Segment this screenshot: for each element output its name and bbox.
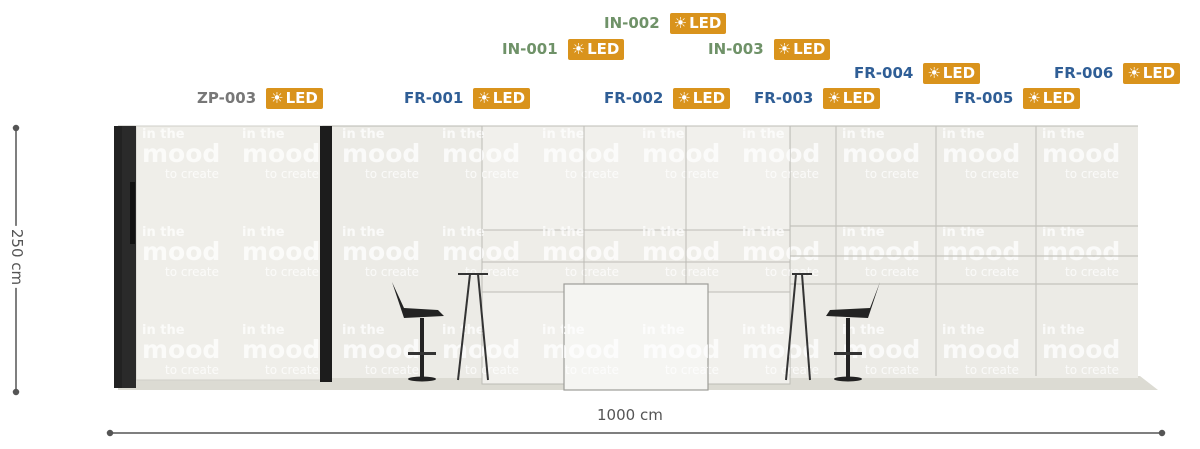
storage-frame-left — [114, 126, 122, 388]
module-code: FR-002 — [600, 87, 668, 109]
sun-icon: ☀ — [1127, 63, 1141, 82]
led-badge: ☀LED — [1023, 87, 1081, 109]
sun-icon: ☀ — [1027, 88, 1041, 107]
led-badge: ☀LED — [567, 38, 625, 60]
module-code: IN-003 — [704, 38, 768, 60]
led-badge: ☀LED — [823, 87, 881, 109]
led-badge: ☀LED — [266, 87, 323, 109]
sun-icon: ☀ — [270, 88, 284, 107]
bar-stool-left — [392, 282, 444, 382]
bar-stool-right — [826, 282, 880, 382]
module-code: FR-004 — [850, 62, 918, 84]
module-label-fr-004: FR-004 ☀LED — [850, 62, 981, 84]
led-badge: ☀LED — [673, 87, 731, 109]
module-label-zp-003: ZP-003 ☀LED — [193, 87, 323, 109]
width-dimension-line — [106, 429, 1166, 437]
storage-frame-right — [320, 126, 332, 382]
module-label-fr-006: FR-006 ☀LED — [1050, 62, 1181, 84]
sun-icon: ☀ — [777, 39, 792, 58]
module-label-fr-001: FR-001 ☀LED — [400, 87, 531, 109]
sun-icon: ☀ — [677, 88, 691, 107]
module-label-fr-002: FR-002 ☀LED — [600, 87, 731, 109]
module-code: FR-006 — [1050, 62, 1118, 84]
led-badge: ☀LED — [473, 87, 531, 109]
module-code: ZP-003 — [193, 87, 261, 109]
module-code: IN-002 — [600, 12, 664, 34]
module-label-fr-005: FR-005 ☀LED — [950, 87, 1081, 109]
module-label-in-003: IN-003 ☀LED — [704, 38, 831, 60]
storage-door-handle — [130, 182, 135, 244]
led-badge: ☀LED — [773, 38, 831, 60]
led-badge: ☀LED — [923, 62, 981, 84]
module-label-in-001: IN-001 ☀LED — [498, 38, 625, 60]
bar-table-right — [785, 273, 812, 381]
sun-icon: ☀ — [571, 39, 586, 58]
module-code: IN-001 — [498, 38, 562, 60]
width-dimension-label: 1000 cm — [594, 406, 666, 424]
module-label-fr-003: FR-003 ☀LED — [750, 87, 881, 109]
bar-table-left — [457, 273, 489, 381]
sun-icon: ☀ — [673, 13, 688, 32]
sun-icon: ☀ — [927, 63, 941, 82]
module-code: FR-005 — [950, 87, 1018, 109]
led-badge: ☀LED — [669, 12, 727, 34]
module-code: FR-003 — [750, 87, 818, 109]
sun-icon: ☀ — [477, 88, 491, 107]
module-code: FR-001 — [400, 87, 468, 109]
sun-icon: ☀ — [827, 88, 841, 107]
module-label-in-002: IN-002 ☀LED — [600, 12, 727, 34]
led-badge: ☀LED — [1123, 62, 1181, 84]
height-dimension-label: 250 cm — [8, 225, 27, 289]
